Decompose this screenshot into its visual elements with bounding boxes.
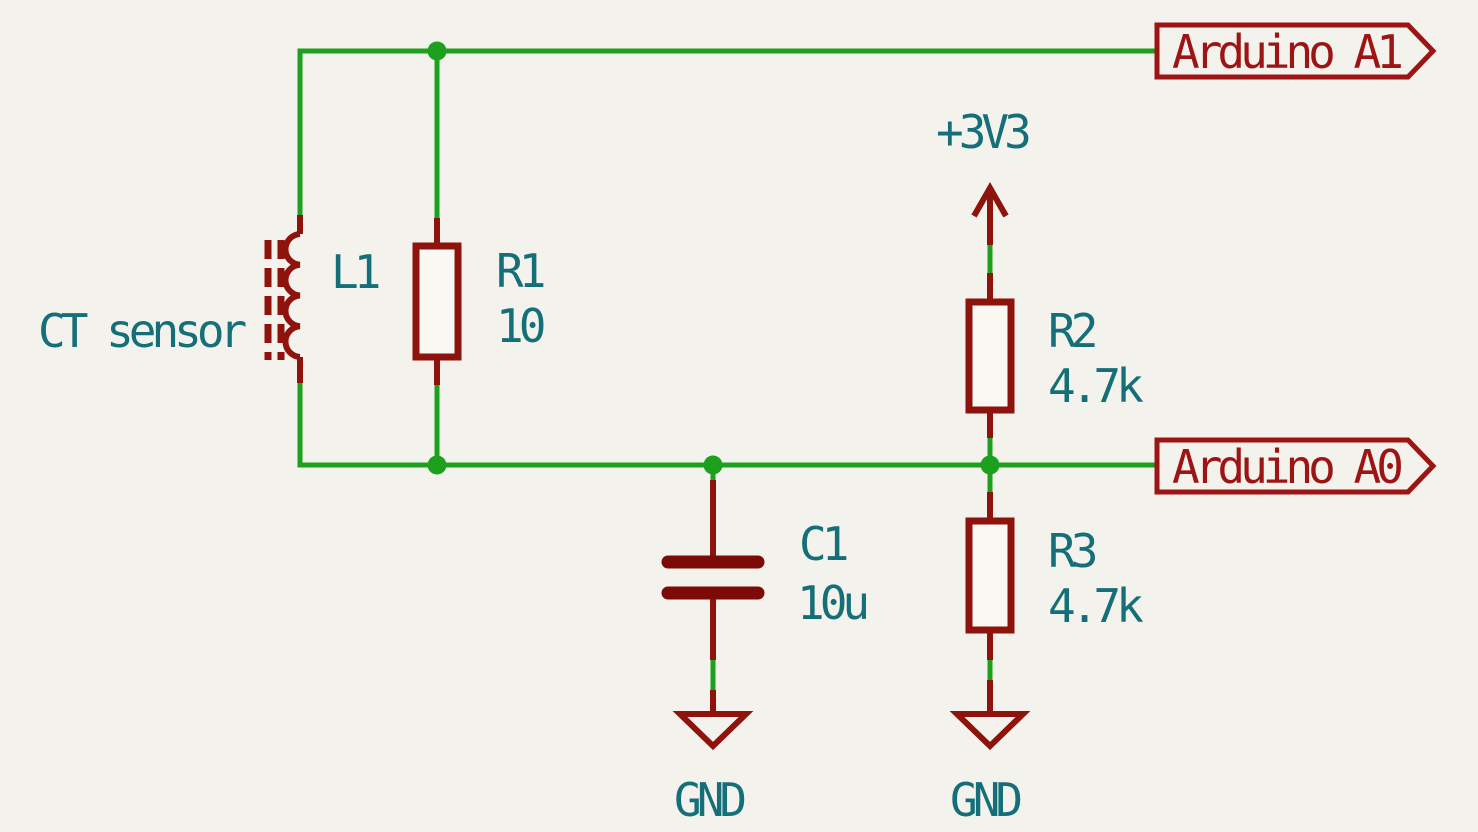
capacitor-plates <box>661 555 765 600</box>
resistor-r3-symbol <box>965 492 1015 660</box>
hier-label-a0-outline <box>1154 437 1437 495</box>
hier-label-shapes <box>1154 22 1437 495</box>
r2-body <box>965 298 1015 414</box>
annotation-texts: CT sensor L1 R1 10 +3V3 R2 4.7k R3 4.7k … <box>38 105 1148 827</box>
ct-sensor-label: CT sensor <box>38 304 246 358</box>
component-graphics <box>264 181 1031 751</box>
hier-label-texts: Arduino A1 Arduino A0 <box>1172 25 1406 494</box>
wires <box>297 48 1157 690</box>
l1-coil-arcs <box>282 231 301 360</box>
r3-body <box>965 517 1015 634</box>
hier-label-a1-text: Arduino A1 <box>1172 25 1401 79</box>
r1-body <box>412 242 462 361</box>
hier-label-a1-outline <box>1154 22 1437 80</box>
power-rail-label: +3V3 <box>936 105 1029 159</box>
gnd-label-r3: GND <box>950 773 1020 827</box>
l1-reference: L1 <box>331 245 379 299</box>
r1-value: 10 <box>496 299 544 353</box>
wire-net-a1 <box>297 48 1157 215</box>
junction-dot <box>427 455 447 475</box>
c1-value: 10u <box>797 576 866 630</box>
inductor-l1-symbol <box>264 215 303 383</box>
power-3v3-symbol <box>971 181 1009 245</box>
power-arrow-head <box>971 181 1009 218</box>
hier-label-a0-text: Arduino A0 <box>1172 440 1401 494</box>
r1-reference: R1 <box>496 244 544 298</box>
gnd-symbol-c1 <box>672 690 754 751</box>
gnd-label-c1: GND <box>674 773 744 827</box>
r3-reference: R3 <box>1048 524 1096 578</box>
gnd-triangle <box>672 711 754 751</box>
resistor-r2-symbol <box>965 273 1015 438</box>
r2-reference: R2 <box>1048 304 1095 358</box>
wire-net-a0 <box>297 383 1157 468</box>
junction-dot <box>427 41 447 61</box>
r3-value: 4.7k <box>1048 579 1143 633</box>
junction-dot <box>980 455 1000 475</box>
gnd-symbol-r3 <box>949 680 1031 751</box>
r2-value: 4.7k <box>1048 359 1143 413</box>
c1-reference: C1 <box>799 517 847 571</box>
resistor-r1-symbol <box>412 218 462 385</box>
gnd-triangle <box>949 711 1031 751</box>
junctions <box>427 41 1000 475</box>
junction-dot <box>703 455 723 475</box>
